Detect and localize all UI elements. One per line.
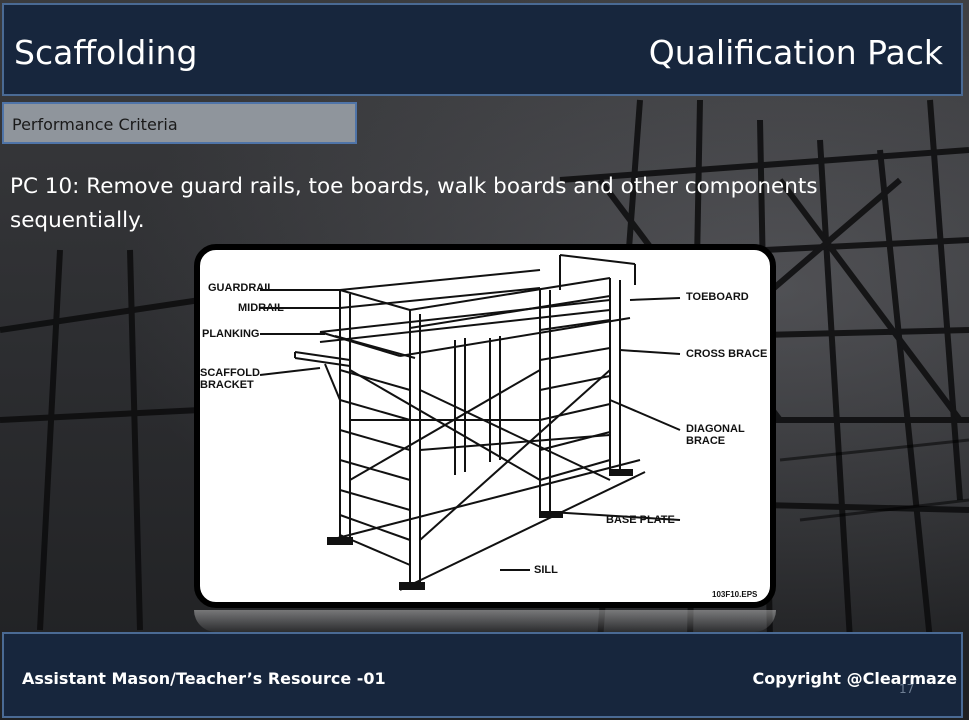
sill-label: SILL xyxy=(534,564,558,576)
slide-number: 17 xyxy=(899,682,915,696)
diagonal-brace-label: DIAGONAL BRACE xyxy=(686,423,745,447)
figure-reflection xyxy=(194,610,776,632)
midrail-label: MIDRAIL xyxy=(238,302,284,314)
footer-resource-title: Assistant Mason/Teacher’s Resource -01 xyxy=(22,669,386,688)
figure-code-label: 103F10.EPS xyxy=(712,590,758,599)
cross-brace-label: CROSS BRACE xyxy=(686,348,768,360)
toeboard-label: TOEBOARD xyxy=(686,291,749,303)
slide-title: Scaffolding xyxy=(14,33,198,72)
footer-bar: Assistant Mason/Teacher’s Resource -01 C… xyxy=(2,632,963,718)
planking-label: PLANKING xyxy=(202,328,260,340)
base-plate-label: BASE PLATE xyxy=(606,514,675,526)
qualification-pack-title: Qualification Pack xyxy=(648,33,943,72)
performance-criteria-text: PC 10: Remove guard rails, toe boards, w… xyxy=(10,174,818,233)
footer-copyright: Copyright @Clearmaze xyxy=(752,669,957,688)
section-label: Performance Criteria xyxy=(12,115,178,134)
header-bar: Scaffolding Qualification Pack xyxy=(2,3,963,96)
section-label-box: Performance Criteria xyxy=(2,102,357,144)
scaffold-bracket-label: SCAFFOLD BRACKET xyxy=(200,367,260,391)
scaffold-diagram: GUARDRAIL MIDRAIL PLANKING SCAFFOLD BRAC… xyxy=(194,244,776,608)
guardrail-label: GUARDRAIL xyxy=(208,282,274,294)
scaffold-drawing xyxy=(259,254,681,591)
